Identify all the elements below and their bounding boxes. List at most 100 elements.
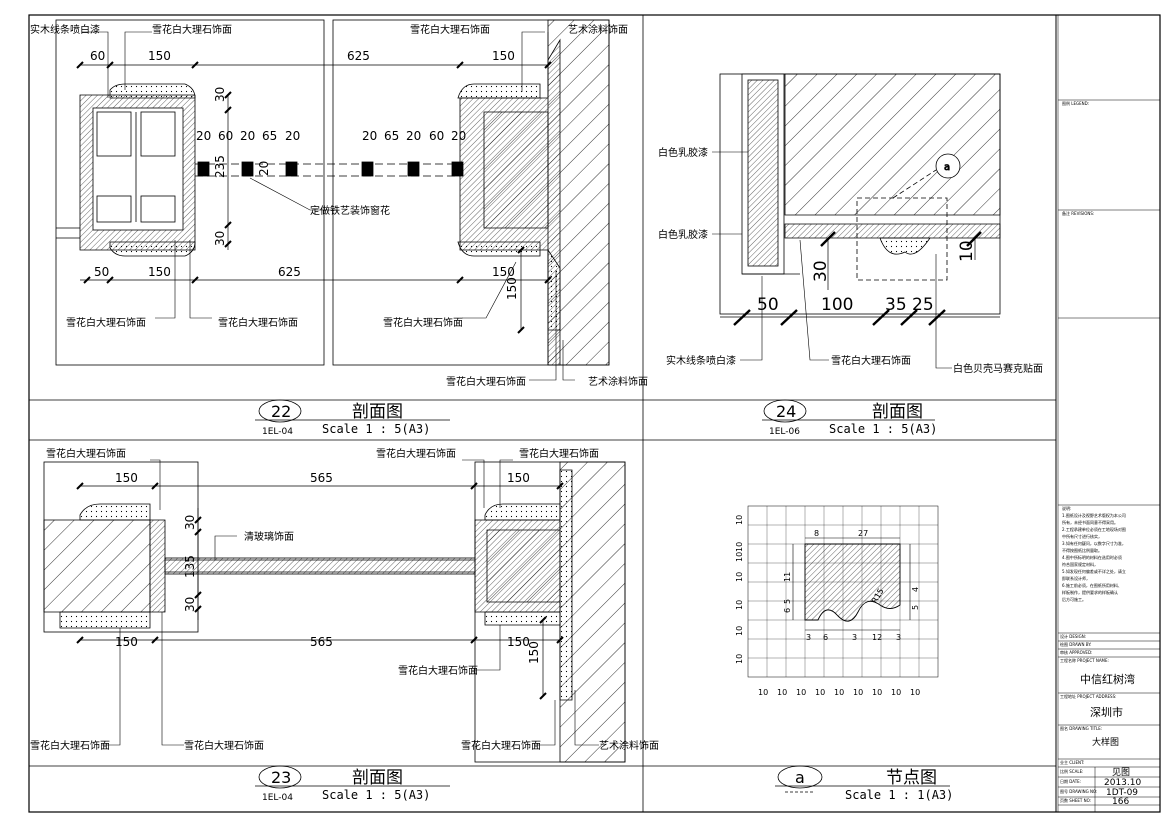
- section-23-number: 23: [271, 768, 291, 787]
- label-22-marble-bottom-1: 雪花白大理石饰面: [66, 316, 146, 329]
- tb-drawing-no-label: 图号 DRAWING NO:: [1060, 788, 1097, 794]
- tb-note-line: 4.图中所标明的材料在选用时必须: [1062, 554, 1122, 560]
- label-23-marble-bottom-3: 雪花白大理石饰面: [461, 739, 541, 752]
- dim-24-bottom-1: 100: [821, 295, 853, 315]
- tb-project-label: 工程名称 PROJECT NAME:: [1060, 657, 1109, 663]
- label-23-marble-top-1: 雪花白大理石饰面: [46, 447, 126, 460]
- dim-a-inner-2: 6: [823, 633, 828, 642]
- dim-a-inner-1: 3: [806, 633, 811, 642]
- dim-22-vert-0: 30: [213, 87, 227, 102]
- dim-24-bottom-3: 25: [912, 295, 934, 315]
- section-22-title: 剖面图: [352, 402, 403, 422]
- dim-23-bottom-1: 565: [310, 635, 333, 649]
- tb-note-line: 1.图纸设计及视野艺术版权为本公司: [1062, 512, 1126, 518]
- label-23-marble-bottom-1: 雪花白大理石饰面: [30, 739, 110, 752]
- tb-note-line: 所有，未经书面同意不得采用。: [1062, 519, 1118, 525]
- dim-a-left-8: 10: [735, 654, 744, 664]
- dim-23-bottom-0: 150: [115, 635, 138, 649]
- dim-a-bottom-6: 10: [872, 688, 882, 697]
- section-24-dimensions: [720, 231, 1000, 326]
- tb-note-line: 3.如有任何疑问，以数字尺寸为准，: [1062, 540, 1126, 546]
- section-22-leaders: [82, 31, 575, 381]
- tb-legend-label: 图例 LEGEND:: [1062, 100, 1089, 106]
- tb-scale-label: 比例 SCALE:: [1060, 768, 1083, 774]
- section-23-ref: 1EL-04: [262, 793, 293, 803]
- dim-a-inner-4: 12: [872, 633, 882, 642]
- section-22-number: 22: [271, 402, 291, 421]
- section-23-scale: Scale 1 : 5(A3): [322, 788, 430, 802]
- section-22-dimensions: [76, 61, 552, 334]
- dim-24-vert-0: 30: [811, 260, 831, 282]
- dim-a-left-7: 10: [735, 626, 744, 636]
- dim-a-inner-3: 3: [852, 633, 857, 642]
- dim-22-grille-2: 20: [240, 129, 255, 143]
- dim-22-grille-9: 20: [451, 129, 466, 143]
- label-22-marble-top: 雪花白大理石饰面: [152, 23, 232, 36]
- dim-22-right-150: 150: [505, 277, 519, 300]
- tb-note-line: 后方可施工。: [1062, 596, 1086, 602]
- dim-22-grille-6: 65: [384, 129, 399, 143]
- tb-notes-label: 说明:: [1062, 505, 1071, 511]
- section-23-drawing: [43, 461, 626, 763]
- dim-22-grille-3: 65: [262, 129, 277, 143]
- label-24-mosaic: 白色贝壳马赛克贴面: [953, 362, 1043, 375]
- dim-a-left-1: 10: [735, 542, 744, 552]
- tb-client-label: 业主 CLIENT:: [1060, 759, 1084, 765]
- node-a-number: a: [795, 768, 805, 787]
- dim-22-grille-5: 20: [362, 129, 377, 143]
- title-block: [1058, 99, 1160, 812]
- section-24-title: 剖面图: [872, 402, 923, 422]
- dim-23-top-0: 150: [115, 471, 138, 485]
- section-22-scale: Scale 1 : 5(A3): [322, 422, 430, 436]
- label-22-art-coating-top: 艺术涂料饰面: [568, 23, 628, 36]
- dim-a-left-6: 10: [735, 600, 744, 610]
- svg-text:a: a: [944, 162, 950, 173]
- label-22-marble-bottom-4: 雪花白大理石饰面: [446, 375, 526, 388]
- tb-note-line: 即联系设计师，: [1062, 575, 1090, 581]
- dim-22-bottom-0: 50: [94, 265, 109, 279]
- label-22-marble-bottom-3: 雪花白大理石饰面: [383, 316, 463, 329]
- dim-24-bottom-2: 35: [885, 295, 907, 315]
- tb-notes: 1.图纸设计及视野艺术版权为本公司 所有，未经书面同意不得采用。 2.工程承建单…: [1062, 512, 1126, 602]
- label-24-latex-1: 白色乳胶漆: [658, 146, 708, 159]
- dim-a-bottom-2: 10: [796, 688, 806, 697]
- label-22-art-coating-bottom: 艺术涂料饰面: [588, 375, 648, 388]
- tb-note-line: 样板制作，提供要求的样板确认: [1062, 589, 1118, 595]
- dim-a-left-4: 5: [783, 599, 792, 604]
- section-23-leaders: [102, 459, 599, 746]
- tb-note-line: 符合国家规定材料，: [1062, 561, 1098, 567]
- section-23-title: 剖面图: [352, 768, 403, 788]
- dim-22-vert-1: 235: [213, 155, 227, 178]
- dim-a-bottom-7: 10: [891, 688, 901, 697]
- dim-22-top-2: 625: [347, 49, 370, 63]
- dim-a-bottom-0: 10: [758, 688, 768, 697]
- dim-24-vert-1: 10: [957, 240, 977, 262]
- tb-revisions-label: 备注 REVISIONS:: [1062, 210, 1094, 216]
- dim-23-top-1: 565: [310, 471, 333, 485]
- tb-note-line: 5.如发现任何偏差或不详之处，请立: [1062, 568, 1126, 574]
- section-24-scale: Scale 1 : 5(A3): [829, 422, 937, 436]
- tb-note-line: 6.施工前必须，在图纸所用材料、: [1062, 582, 1122, 588]
- dim-22-grille-4: 20: [285, 129, 300, 143]
- dim-a-inner-0: 11: [783, 572, 792, 582]
- tb-note-line: 中所有尺寸进行核实，: [1062, 533, 1102, 539]
- dim-23-bottom-2: 150: [507, 635, 530, 649]
- dim-22-vert-2: 20: [257, 161, 271, 176]
- label-22-iron-grille: 定做铁艺装饰窗花: [310, 204, 390, 217]
- label-22-marble-bottom-2: 雪花白大理石饰面: [218, 316, 298, 329]
- tb-drawing-label: 图名 DRAWING TITLE:: [1060, 725, 1102, 731]
- dim-23-vert-2: 30: [183, 597, 197, 612]
- tb-drawn-label: 绘图 DRAWN BY:: [1060, 641, 1092, 647]
- section-24-leaders: [712, 151, 952, 369]
- label-22-marble-top-right: 雪花白大理石饰面: [410, 23, 490, 36]
- dim-a-top-1: 27: [858, 529, 868, 538]
- dim-a-bottom-4: 10: [834, 688, 844, 697]
- dim-a-inner-6: 4: [911, 587, 920, 592]
- label-23-glass: 清玻璃饰面: [244, 530, 294, 543]
- sheet-frame: [28, 14, 1161, 813]
- dim-22-bottom-3: 150: [492, 265, 515, 279]
- tb-note-line: 2.工程承建单位必须在工地现场对图: [1062, 526, 1126, 532]
- dim-22-grille-1: 60: [218, 129, 233, 143]
- tb-address-label: 工程地址 PROJECT ADDRESS:: [1060, 693, 1116, 699]
- node-a-scale: Scale 1 : 1(A3): [845, 788, 953, 802]
